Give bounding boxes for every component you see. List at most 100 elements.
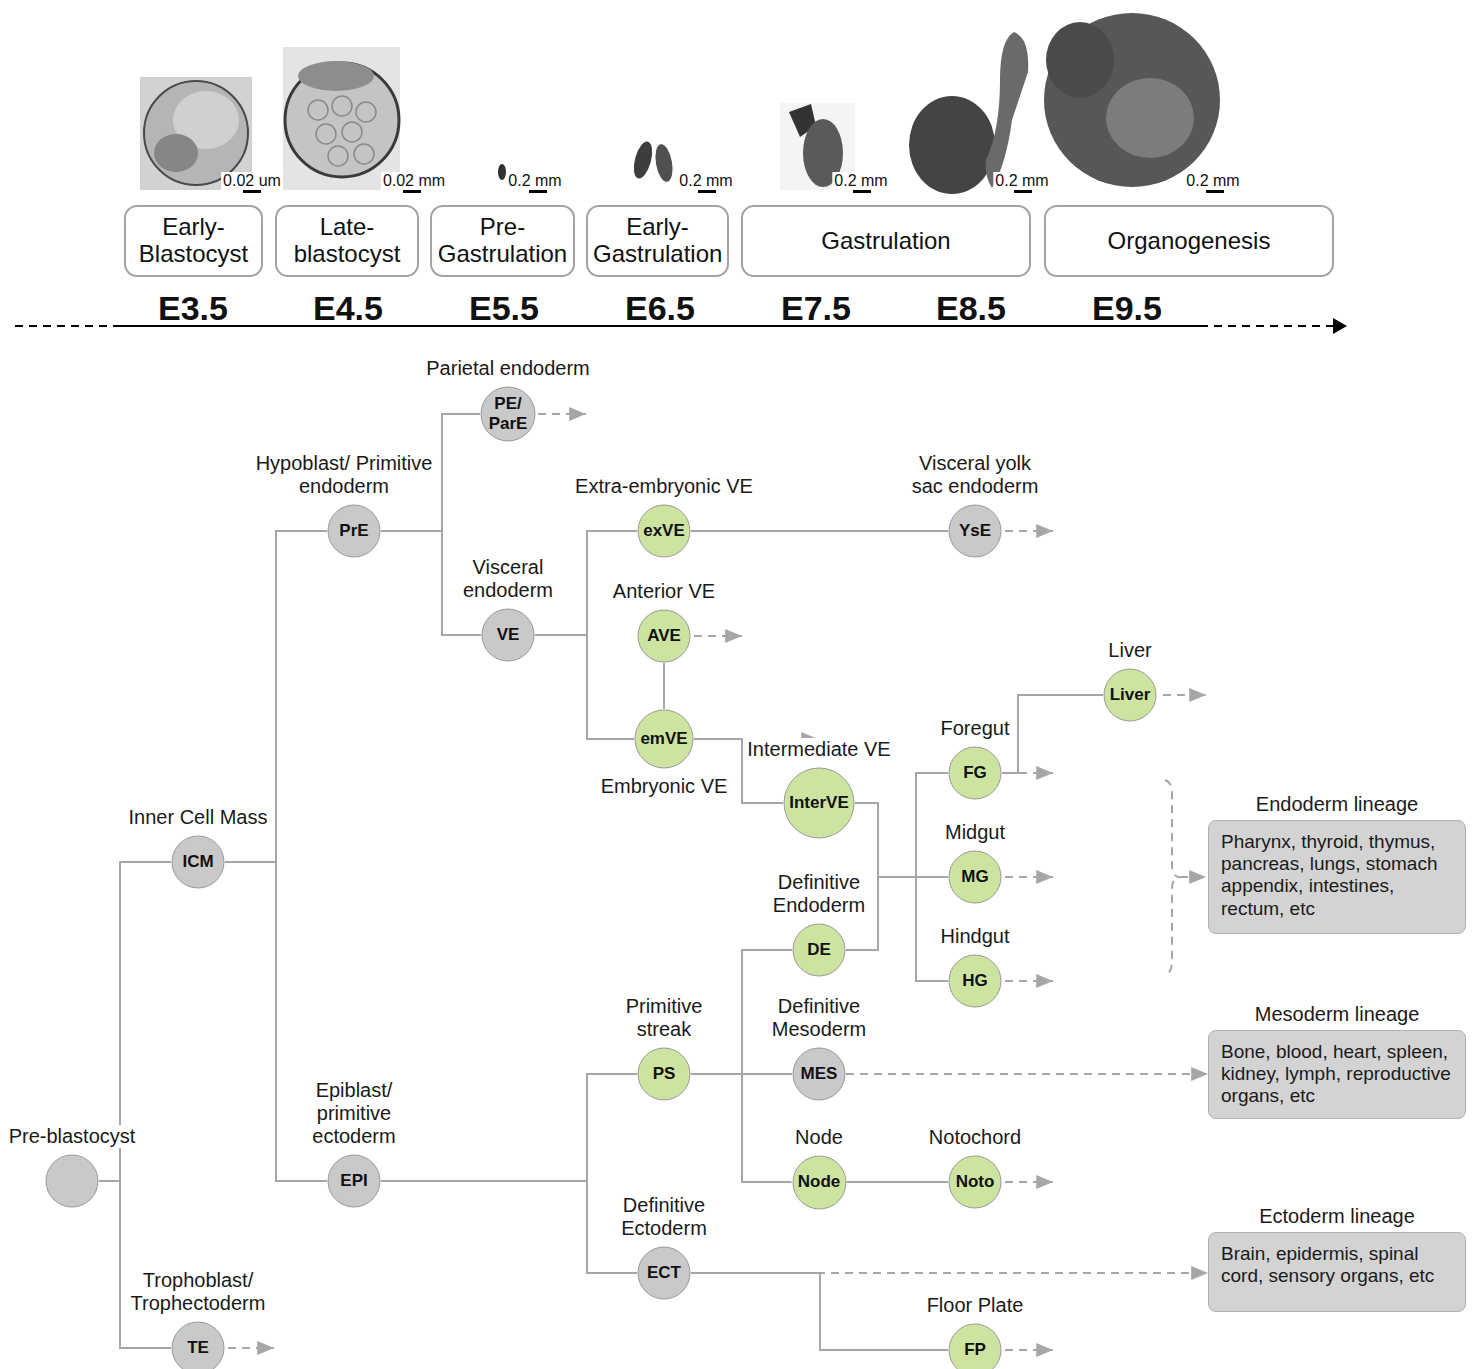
- scale-label: 0.02 um: [221, 172, 283, 190]
- timeline-dashed: [1200, 325, 1334, 327]
- timeline-arrowhead: [1333, 318, 1347, 334]
- scale-label: 0.2 mm: [1184, 172, 1241, 190]
- cell-type-name: Definitive Endoderm: [762, 871, 876, 917]
- stage-box: Organogenesis: [1044, 205, 1334, 277]
- cell-type-abbrev: DE: [807, 940, 831, 960]
- cell-type-circle: Hypoblast/ Primitive endodermPrE: [327, 504, 381, 558]
- cell-type-abbrev: InterVE: [789, 793, 849, 813]
- embryo-e95: [1044, 13, 1220, 187]
- cell-type-circle: Inner Cell MassICM: [171, 835, 225, 889]
- continuation-arrow: [538, 413, 586, 415]
- circle-fill: [638, 1247, 690, 1299]
- cell-type-name: Foregut: [939, 717, 1012, 740]
- continuation-arrow: [1005, 980, 1053, 982]
- lineage-box: Ectoderm lineageBrain, epidermis, spinal…: [1208, 1232, 1466, 1312]
- cell-type-abbrev: Node: [798, 1172, 841, 1192]
- lineage-arrow: [846, 1073, 1208, 1075]
- circle-fill: [949, 1156, 1001, 1208]
- cell: [332, 96, 352, 116]
- cell-type-abbrev: MES: [801, 1064, 838, 1084]
- embryonic-day: E8.5: [936, 289, 1006, 328]
- cell-type-abbrev: FG: [963, 763, 987, 783]
- embryo-photos: [140, 13, 1220, 194]
- lineage-box: Mesoderm lineageBone, blood, heart, sple…: [1208, 1030, 1466, 1119]
- cell-type-abbrev: YsE: [959, 521, 991, 541]
- cell-type-abbrev: PS: [653, 1064, 676, 1084]
- cell: [354, 144, 374, 164]
- circle-outline: [45, 1154, 99, 1208]
- cell-type-name: Pre-blastocyst: [7, 1125, 138, 1148]
- cell-type-circle: Parietal endodermPE/ ParE: [480, 386, 536, 442]
- circle-fill: [793, 1156, 846, 1209]
- lineage-box: Endoderm lineagePharynx, thyroid, thymus…: [1208, 820, 1466, 934]
- cell-type-abbrev: FP: [964, 1340, 986, 1360]
- lineage-connector: [381, 1181, 637, 1273]
- continuation-arrow: [1005, 1349, 1053, 1351]
- embryonic-day: E3.5: [158, 289, 228, 328]
- scale-label: 0.2 mm: [832, 172, 889, 190]
- embryo-e95: [1106, 78, 1194, 158]
- cell-type-name: Visceral yolk sac endoderm: [903, 452, 1047, 498]
- cell: [316, 124, 336, 144]
- cell-type-abbrev: MG: [961, 867, 988, 887]
- circle-fill: [949, 1324, 1001, 1369]
- cell-type-name: Hypoblast/ Primitive endoderm: [252, 452, 436, 498]
- yolk-sac-e85: [986, 32, 1029, 188]
- cell-type-circle: LiverLiver: [1103, 668, 1157, 722]
- scale-label: 0.02 mm: [381, 172, 447, 190]
- cell-type-circle: MidgutMG: [948, 850, 1002, 904]
- embryonic-day: E5.5: [469, 289, 539, 328]
- lineage-organs: Bone, blood, heart, spleen, kidney, lymp…: [1221, 1041, 1453, 1108]
- lineage-heading: Mesoderm lineage: [1253, 1003, 1422, 1026]
- circle-fill: [635, 710, 693, 768]
- lineage-arrow: [691, 1272, 1208, 1274]
- cell-type-name: Midgut: [943, 821, 1007, 844]
- embryo-e95-head: [1046, 22, 1114, 98]
- lineage-connector: [691, 1273, 948, 1350]
- lineage-connector: [663, 663, 665, 709]
- circle-fill: [172, 836, 224, 888]
- lineage-organs: Brain, epidermis, spinal cord, sensory o…: [1221, 1243, 1453, 1287]
- circle-fill: [172, 1322, 224, 1369]
- lineage-connector: [855, 773, 948, 877]
- cell-type-name: Anterior VE: [611, 580, 717, 603]
- lineage-connector: [1002, 695, 1103, 773]
- cell-type-circle: ForegutFG: [948, 746, 1002, 800]
- lineage-organs: Pharynx, thyroid, thymus, pancreas, lung…: [1221, 831, 1453, 920]
- stage-box: Early- Gastrulation: [586, 205, 729, 277]
- stage-label: Pre- Gastrulation: [437, 214, 568, 268]
- endoderm-bracket: [1165, 780, 1180, 975]
- inner-cell-mass: [154, 134, 198, 172]
- continuation-arrow: [228, 1347, 274, 1349]
- cell-type-abbrev: ECT: [647, 1263, 681, 1283]
- lineage-connector: [855, 803, 948, 877]
- cell-type-abbrev: Noto: [956, 1172, 995, 1192]
- lineage-heading: Endoderm lineage: [1254, 793, 1420, 816]
- circle-fill: [638, 1048, 690, 1100]
- circle-fill: [638, 610, 690, 662]
- cell: [342, 122, 362, 142]
- cell-type-name: Notochord: [927, 1126, 1023, 1149]
- stage-label: Late- blastocyst: [282, 214, 412, 268]
- cell-type-abbrev: TE: [187, 1338, 209, 1358]
- stage-box: Early- Blastocyst: [124, 205, 263, 277]
- lineage-connector: [846, 773, 948, 950]
- blastocyst: [144, 81, 248, 185]
- embryonic-day: E4.5: [313, 289, 383, 328]
- continuation-arrow: [694, 635, 742, 637]
- cell-type-name: Definitive Ectoderm: [607, 1194, 721, 1240]
- cell-type-circle: Visceral yolk sac endodermYsE: [948, 504, 1002, 558]
- cell-type-circle: HindgutHG: [948, 954, 1002, 1008]
- circle-fill: [328, 1155, 380, 1207]
- cell-type-circle: Visceral endodermVE: [481, 608, 535, 662]
- scale-label: 0.2 mm: [993, 172, 1050, 190]
- cell-type-circle: Definitive MesodermMES: [792, 1047, 846, 1101]
- embryonic-day: E7.5: [781, 289, 851, 328]
- cell-type-name: Extra-embryonic VE: [573, 475, 755, 498]
- cell-type-name: Primitive streak: [612, 995, 716, 1041]
- photo-ground: [283, 47, 400, 190]
- cell-type-name: Visceral endoderm: [451, 556, 565, 602]
- stage-label: Early- Blastocyst: [131, 214, 256, 268]
- circle-fill: [949, 955, 1001, 1007]
